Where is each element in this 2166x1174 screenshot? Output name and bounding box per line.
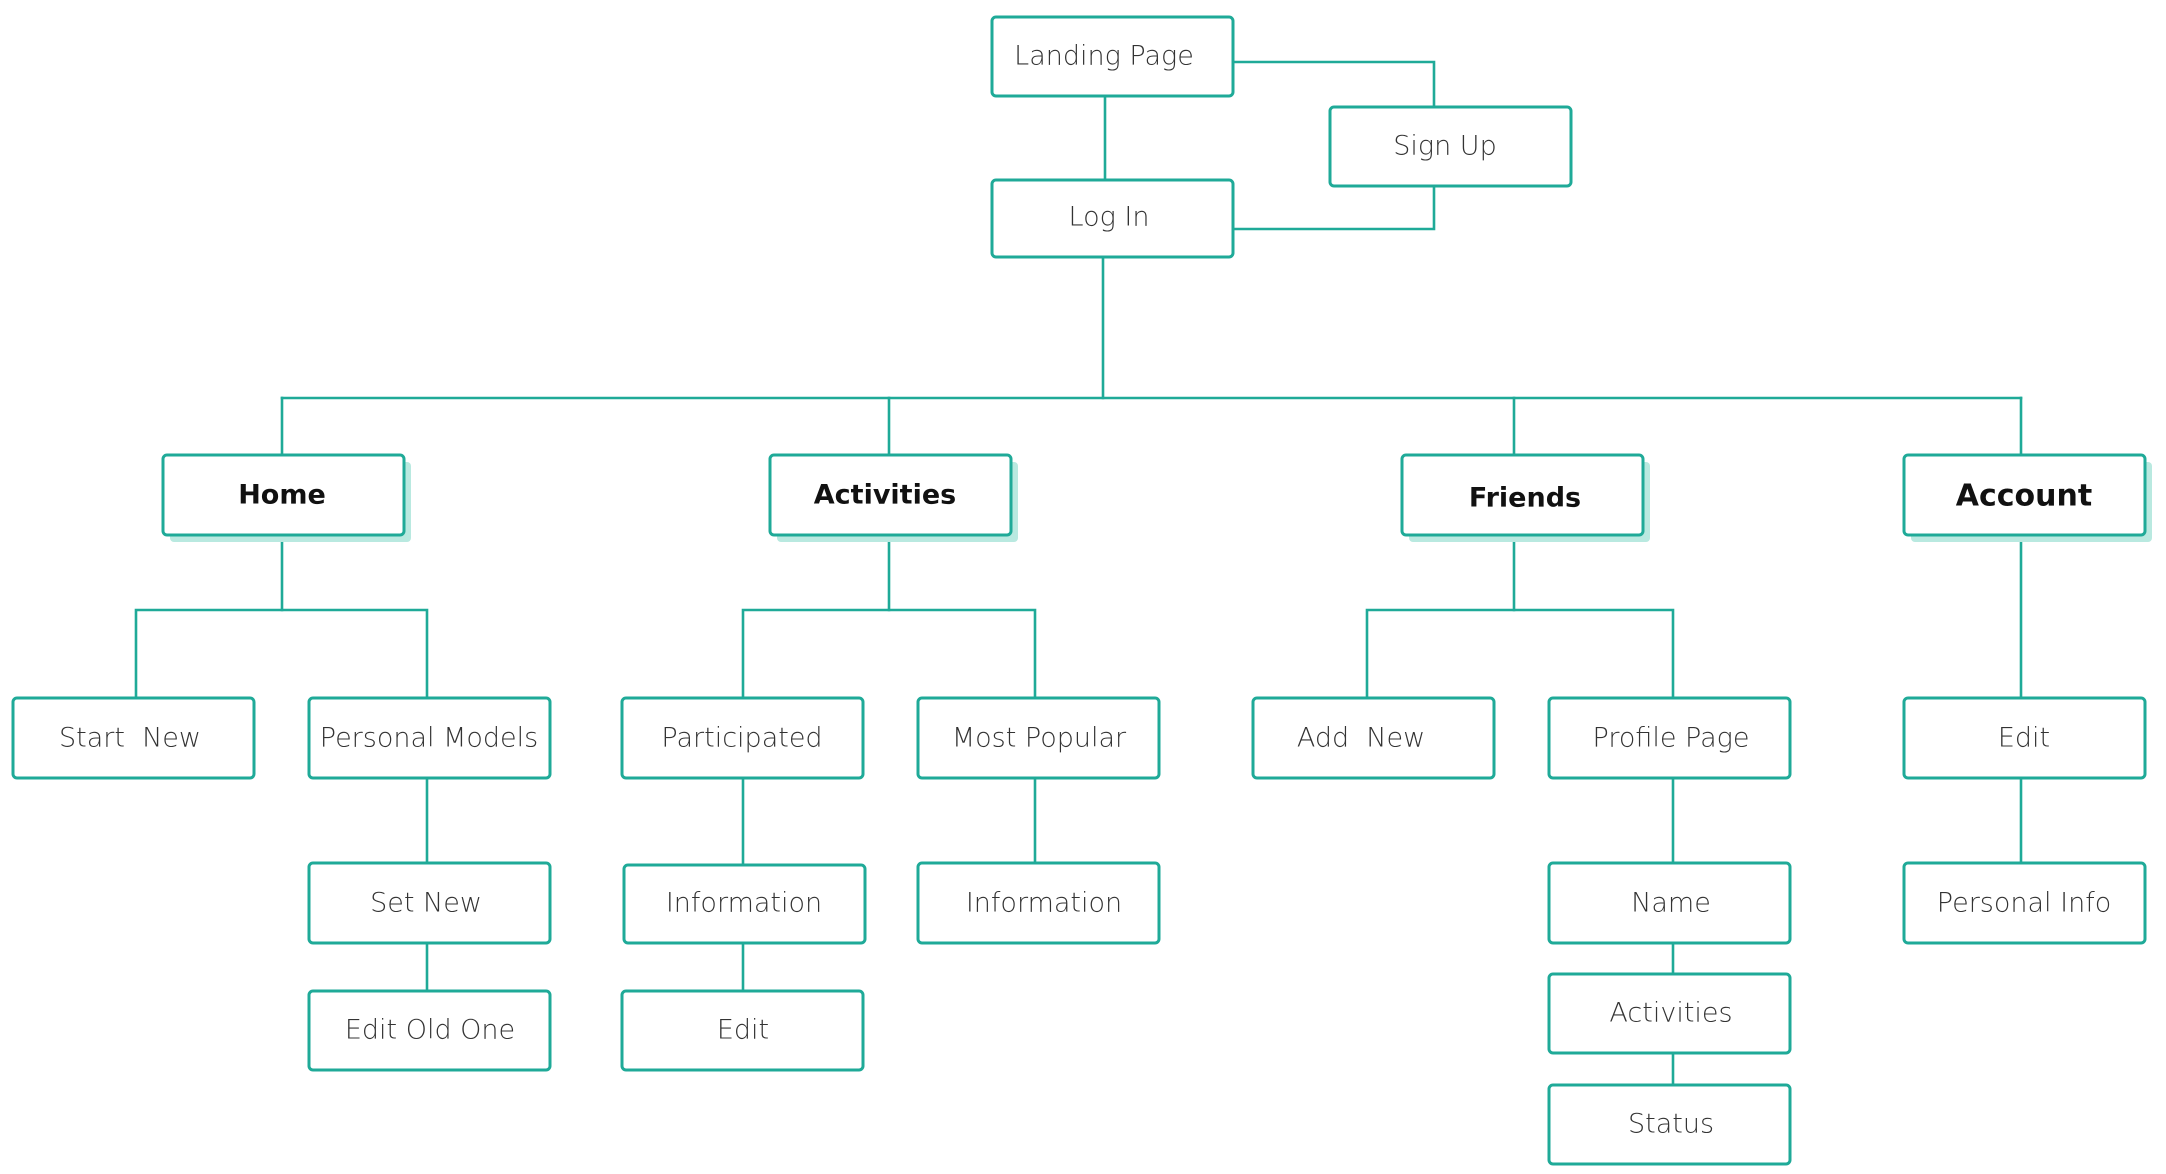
- node-sign-up: Sign Up: [1328, 105, 1573, 188]
- node-box: [990, 15, 1235, 98]
- node-box: [1547, 696, 1792, 780]
- node-box: [620, 989, 865, 1072]
- node-most-popular: Most Popular: [916, 696, 1161, 780]
- node-label: Edit Old One: [345, 1015, 515, 1046]
- connector-signup-login: [1231, 184, 1436, 231]
- node-box: [161, 453, 406, 537]
- node-label: Account: [1956, 479, 2092, 514]
- node-label: Profile Page: [1593, 723, 1750, 754]
- node-profile-activities: Activities: [1547, 972, 1792, 1055]
- node-label: Participated: [661, 723, 822, 754]
- node-label: Most Popular: [952, 723, 1127, 754]
- node-box: [1902, 696, 2147, 780]
- node-box: [916, 861, 1161, 945]
- node-label: Start New: [59, 723, 201, 754]
- node-box: [1400, 453, 1645, 537]
- node-landing-page: Landing Page: [990, 15, 1235, 98]
- node-label: Status: [1628, 1109, 1714, 1140]
- node-label: Landing Page: [1014, 41, 1194, 72]
- node-profile-status: Status: [1547, 1083, 1792, 1166]
- node-start-new: Start New: [11, 696, 256, 780]
- node-label: Set New: [370, 888, 482, 919]
- node-edit-old-one: Edit Old One: [307, 989, 552, 1072]
- connectors: [134, 60, 2023, 1087]
- node-activities: Activities: [768, 453, 1018, 542]
- node-box: [1902, 861, 2147, 945]
- node-participated-information: Information: [622, 863, 867, 945]
- node-box: [1547, 972, 1792, 1055]
- node-log-in: Log In: [990, 178, 1235, 259]
- connector-activities-bus: [741, 608, 1037, 700]
- node-personal-models: Personal Models: [307, 696, 552, 780]
- node-label: Sign Up: [1393, 131, 1496, 162]
- node-label: Personal Models: [320, 723, 539, 754]
- node-box: [622, 863, 867, 945]
- node-friends: Friends: [1400, 453, 1650, 542]
- node-home: Home: [161, 453, 411, 542]
- node-profile-page: Profile Page: [1547, 696, 1792, 780]
- node-label: Information: [666, 888, 822, 919]
- node-box: [307, 861, 552, 945]
- node-label: Home: [238, 480, 326, 511]
- node-account: Account: [1902, 453, 2152, 542]
- node-box: [1328, 105, 1573, 188]
- node-profile-name: Name: [1547, 861, 1792, 945]
- node-label: Edit: [1998, 723, 2050, 754]
- node-add-new: Add New: [1251, 696, 1496, 780]
- connector-friends-bus: [1365, 608, 1675, 700]
- connector-home-bus: [134, 608, 429, 700]
- node-box: [1251, 696, 1496, 780]
- node-box: [1547, 1083, 1792, 1166]
- node-box: [1547, 861, 1792, 945]
- node-label: Log In: [1069, 202, 1150, 233]
- node-label: Activities: [1609, 998, 1732, 1029]
- node-account-edit: Edit: [1902, 696, 2147, 780]
- node-box: [11, 696, 256, 780]
- node-label: Name: [1631, 888, 1711, 919]
- node-box: [1902, 453, 2147, 537]
- connector-landing-signup: [1231, 60, 1436, 109]
- node-box: [307, 696, 552, 780]
- node-label: Information: [966, 888, 1122, 919]
- node-participated: Participated: [620, 696, 865, 780]
- node-personal-info: Personal Info: [1902, 861, 2147, 945]
- node-label: Edit: [717, 1015, 769, 1046]
- node-set-new: Set New: [307, 861, 552, 945]
- node-label: Personal Info: [1937, 888, 2111, 919]
- node-label: Friends: [1469, 483, 1581, 514]
- node-box: [990, 178, 1235, 259]
- node-box: [307, 989, 552, 1072]
- node-label: Activities: [814, 480, 956, 511]
- node-participated-edit: Edit: [620, 989, 865, 1072]
- node-box: [620, 696, 865, 780]
- node-box: [768, 453, 1013, 537]
- node-most-popular-information: Information: [916, 861, 1161, 945]
- node-label: Add New: [1297, 723, 1425, 754]
- node-box: [916, 696, 1161, 780]
